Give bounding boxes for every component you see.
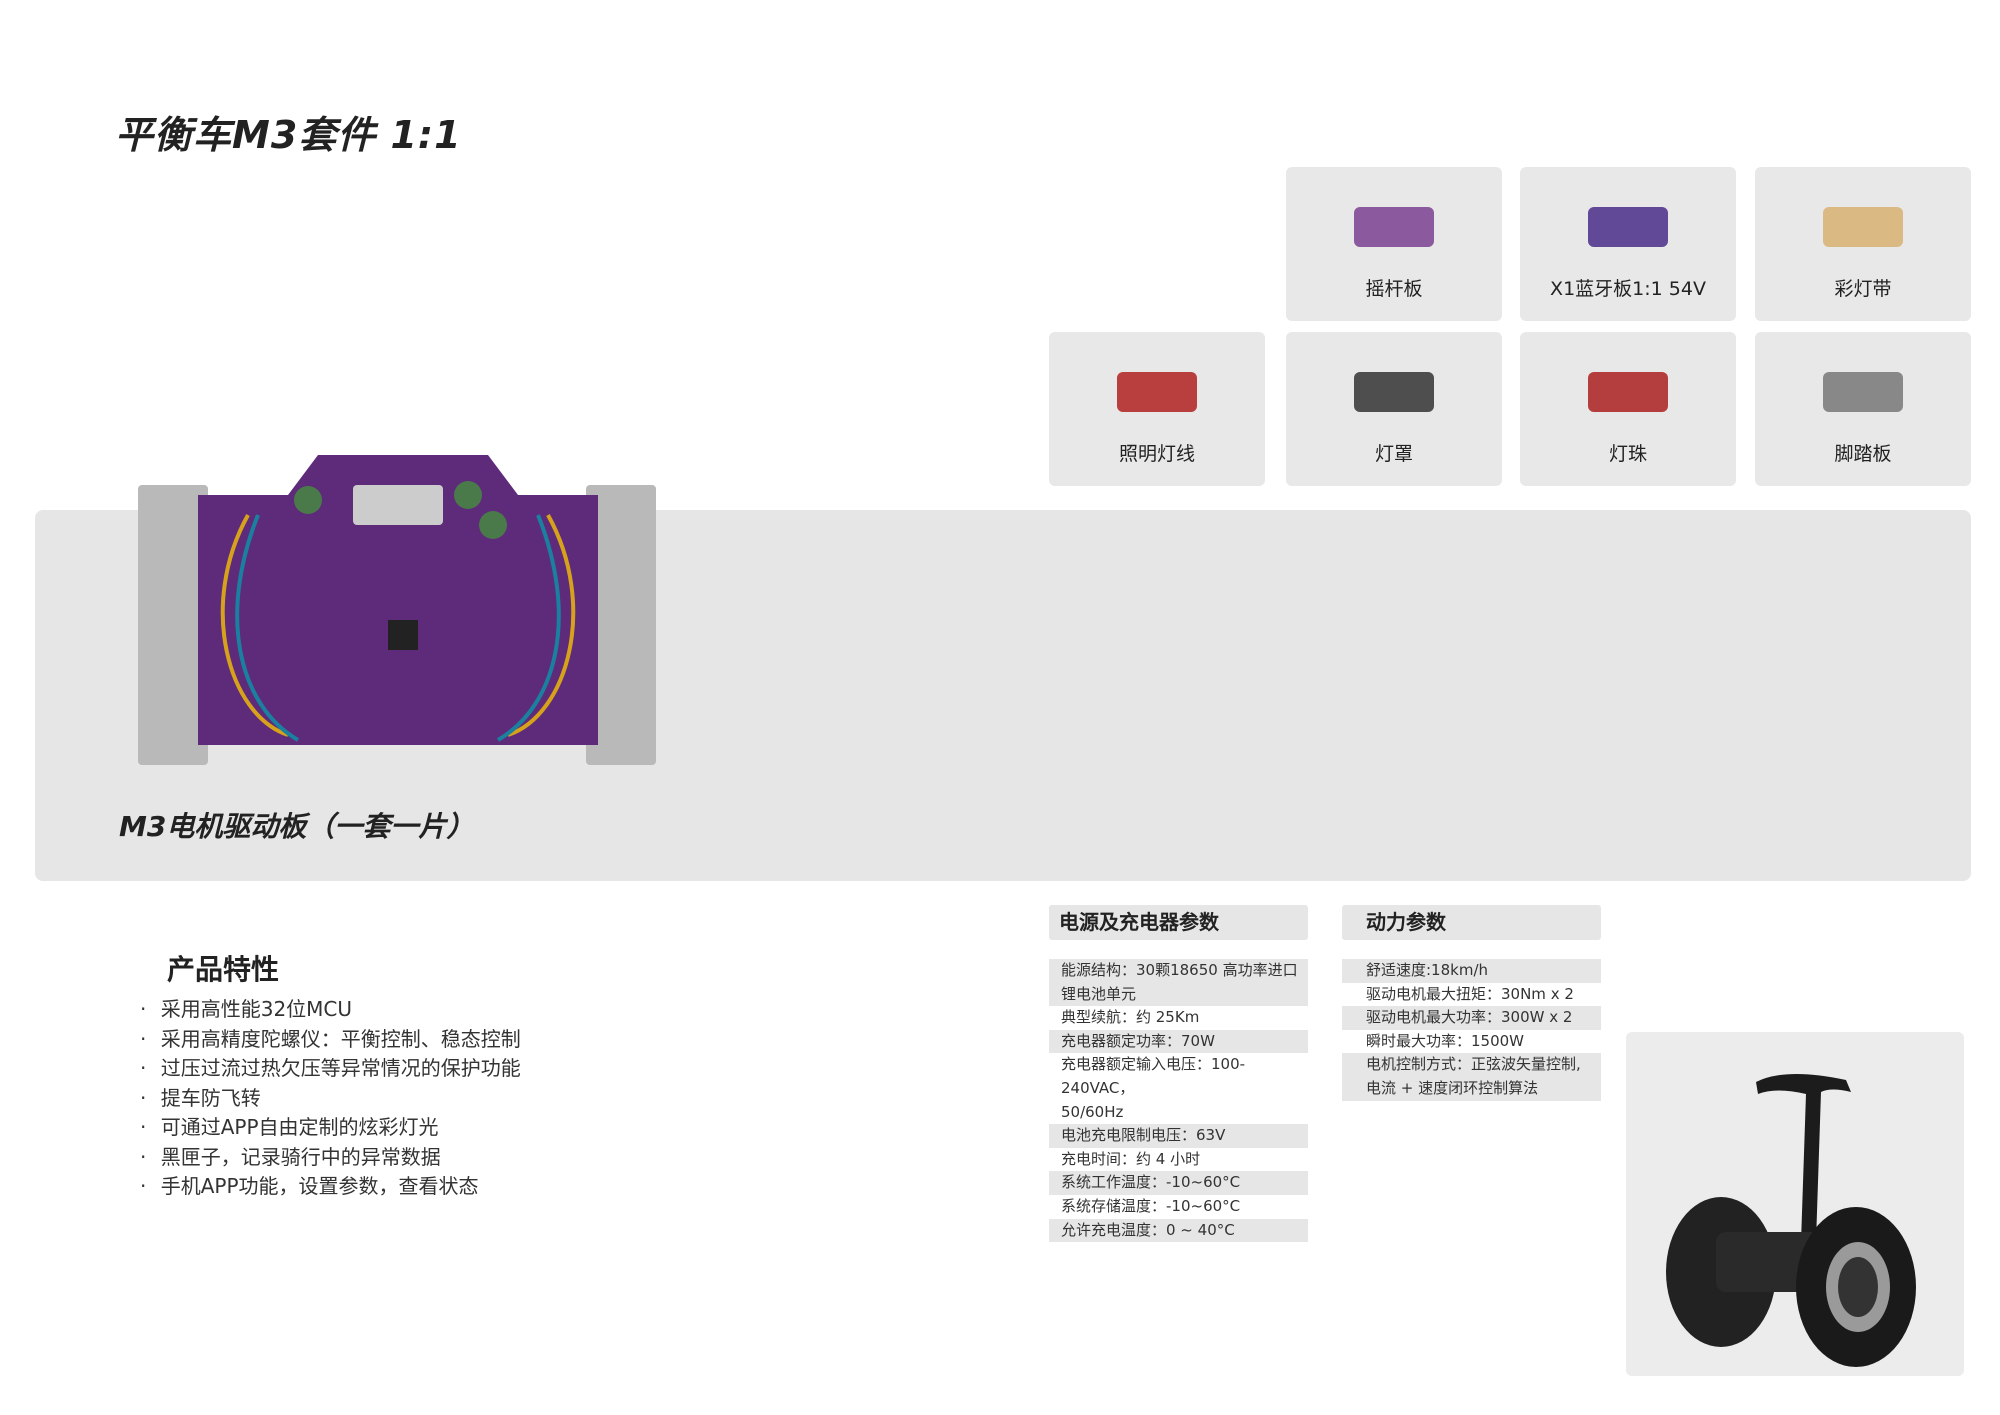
accessory-card: 灯珠 bbox=[1520, 332, 1736, 486]
spec-line: 典型续航：约 25Km bbox=[1061, 1008, 1200, 1027]
spec-line: 系统工作温度：-10~60°C bbox=[1061, 1173, 1241, 1192]
accessory-label: 脚踏板 bbox=[1834, 443, 1892, 465]
spec-row: 系统工作温度：-10~60°C bbox=[1049, 1171, 1308, 1195]
m3-driver-board-image bbox=[138, 455, 656, 765]
spec-line: 充电时间：约 4 小时 bbox=[1061, 1149, 1201, 1168]
spec-row: 瞬时最大功率：1500W bbox=[1342, 1030, 1601, 1054]
accessory-image bbox=[1823, 207, 1903, 247]
spec-line: 系统存储温度：-10~60°C bbox=[1061, 1196, 1241, 1215]
feature-item: 过压过流过热欠压等异常情况的保护功能 bbox=[140, 1054, 521, 1084]
accessory-label: X1蓝牙板1:1 54V bbox=[1550, 278, 1706, 300]
segway-image bbox=[1626, 1032, 1964, 1376]
dynamics-specs-list: 舒适速度:18km/h 驱动电机最大扭矩：30Nm x 2 驱动电机最大功率：300… bbox=[1342, 959, 1601, 1101]
power-specs-heading: 电源及充电器参数 bbox=[1049, 905, 1308, 940]
feature-item: 手机APP功能，设置参数，查看状态 bbox=[140, 1172, 521, 1202]
spec-line: 驱动电机最大功率：300W x 2 bbox=[1366, 1008, 1573, 1027]
spec-row: 驱动电机最大功率：300W x 2 bbox=[1342, 1006, 1601, 1030]
spec-line: 电流 + 速度闭环控制算法 bbox=[1366, 1078, 1539, 1097]
board-label: M3电机驱动板（一套一片） bbox=[119, 810, 475, 843]
spec-line: 50/60Hz bbox=[1061, 1102, 1124, 1121]
spec-row: 系统存储温度：-10~60°C bbox=[1049, 1195, 1308, 1219]
accessory-image bbox=[1117, 372, 1197, 412]
accessory-image bbox=[1588, 207, 1668, 247]
feature-item: 可通过APP自由定制的炫彩灯光 bbox=[140, 1113, 521, 1143]
feature-item: 采用高性能32位MCU bbox=[140, 995, 521, 1025]
spec-row: 允许充电温度：0 ~ 40°C bbox=[1049, 1218, 1308, 1243]
spec-row: 充电器额定输入电压：100-240VAC， 50/60Hz bbox=[1049, 1053, 1308, 1124]
features-heading: 产品特性 bbox=[167, 953, 280, 986]
spec-line: 能源结构：30颗18650 高功率进口 bbox=[1061, 961, 1298, 979]
accessory-card: 摇杆板 bbox=[1286, 167, 1502, 321]
spec-line: 电池充电限制电压：63V bbox=[1061, 1126, 1226, 1145]
accessory-label: 摇杆板 bbox=[1365, 278, 1423, 300]
accessory-card: X1蓝牙板1:1 54V bbox=[1520, 167, 1736, 321]
accessory-card: 彩灯带 bbox=[1755, 167, 1971, 321]
dynamics-specs-heading: 动力参数 bbox=[1342, 905, 1601, 940]
spec-line: 舒适速度:18km/h bbox=[1366, 961, 1488, 979]
spec-line: 充电器额定功率：70W bbox=[1061, 1031, 1215, 1050]
spec-row: 充电时间：约 4 小时 bbox=[1049, 1148, 1308, 1172]
accessory-card: 灯罩 bbox=[1286, 332, 1502, 486]
features-list: 采用高性能32位MCU采用高精度陀螺仪：平衡控制、稳态控制过压过流过热欠压等异常… bbox=[140, 995, 521, 1202]
accessory-label: 灯珠 bbox=[1608, 443, 1647, 465]
accessory-card: 照明灯线 bbox=[1049, 332, 1265, 486]
spec-line: 允许充电温度：0 ~ 40°C bbox=[1061, 1220, 1235, 1239]
accessory-image bbox=[1354, 207, 1434, 247]
accessory-image bbox=[1588, 372, 1668, 412]
spec-row: 能源结构：30颗18650 高功率进口锂电池单元 bbox=[1049, 959, 1308, 1007]
spec-line: 锂电池单元 bbox=[1061, 984, 1137, 1003]
accessory-label: 照明灯线 bbox=[1118, 443, 1195, 465]
spec-row: 电池充电限制电压：63V bbox=[1049, 1124, 1308, 1148]
spec-row: 电机控制方式：正弦波矢量控制, 电流 + 速度闭环控制算法 bbox=[1342, 1053, 1601, 1101]
feature-item: 采用高精度陀螺仪：平衡控制、稳态控制 bbox=[140, 1025, 521, 1055]
feature-item: 黑匣子，记录骑行中的异常数据 bbox=[140, 1143, 521, 1173]
spec-row: 典型续航：约 25Km bbox=[1049, 1006, 1308, 1030]
accessory-image bbox=[1354, 372, 1434, 412]
feature-item: 提车防飞转 bbox=[140, 1084, 521, 1114]
spec-line: 充电器额定输入电压：100-240VAC， bbox=[1061, 1055, 1246, 1097]
accessory-label: 彩灯带 bbox=[1834, 278, 1892, 300]
spec-row: 舒适速度:18km/h bbox=[1342, 959, 1601, 983]
spec-row: 充电器额定功率：70W bbox=[1049, 1029, 1308, 1054]
accessory-image bbox=[1823, 372, 1903, 412]
spec-line: 电机控制方式：正弦波矢量控制, bbox=[1366, 1055, 1581, 1074]
spec-line: 瞬时最大功率：1500W bbox=[1366, 1031, 1525, 1050]
page-title: 平衡车M3套件 1:1 bbox=[115, 113, 462, 157]
accessory-card: 脚踏板 bbox=[1755, 332, 1971, 486]
spec-row: 驱动电机最大扭矩：30Nm x 2 bbox=[1342, 983, 1601, 1007]
accessory-label: 灯罩 bbox=[1374, 443, 1413, 465]
spec-line: 驱动电机最大扭矩：30Nm x 2 bbox=[1366, 984, 1574, 1003]
